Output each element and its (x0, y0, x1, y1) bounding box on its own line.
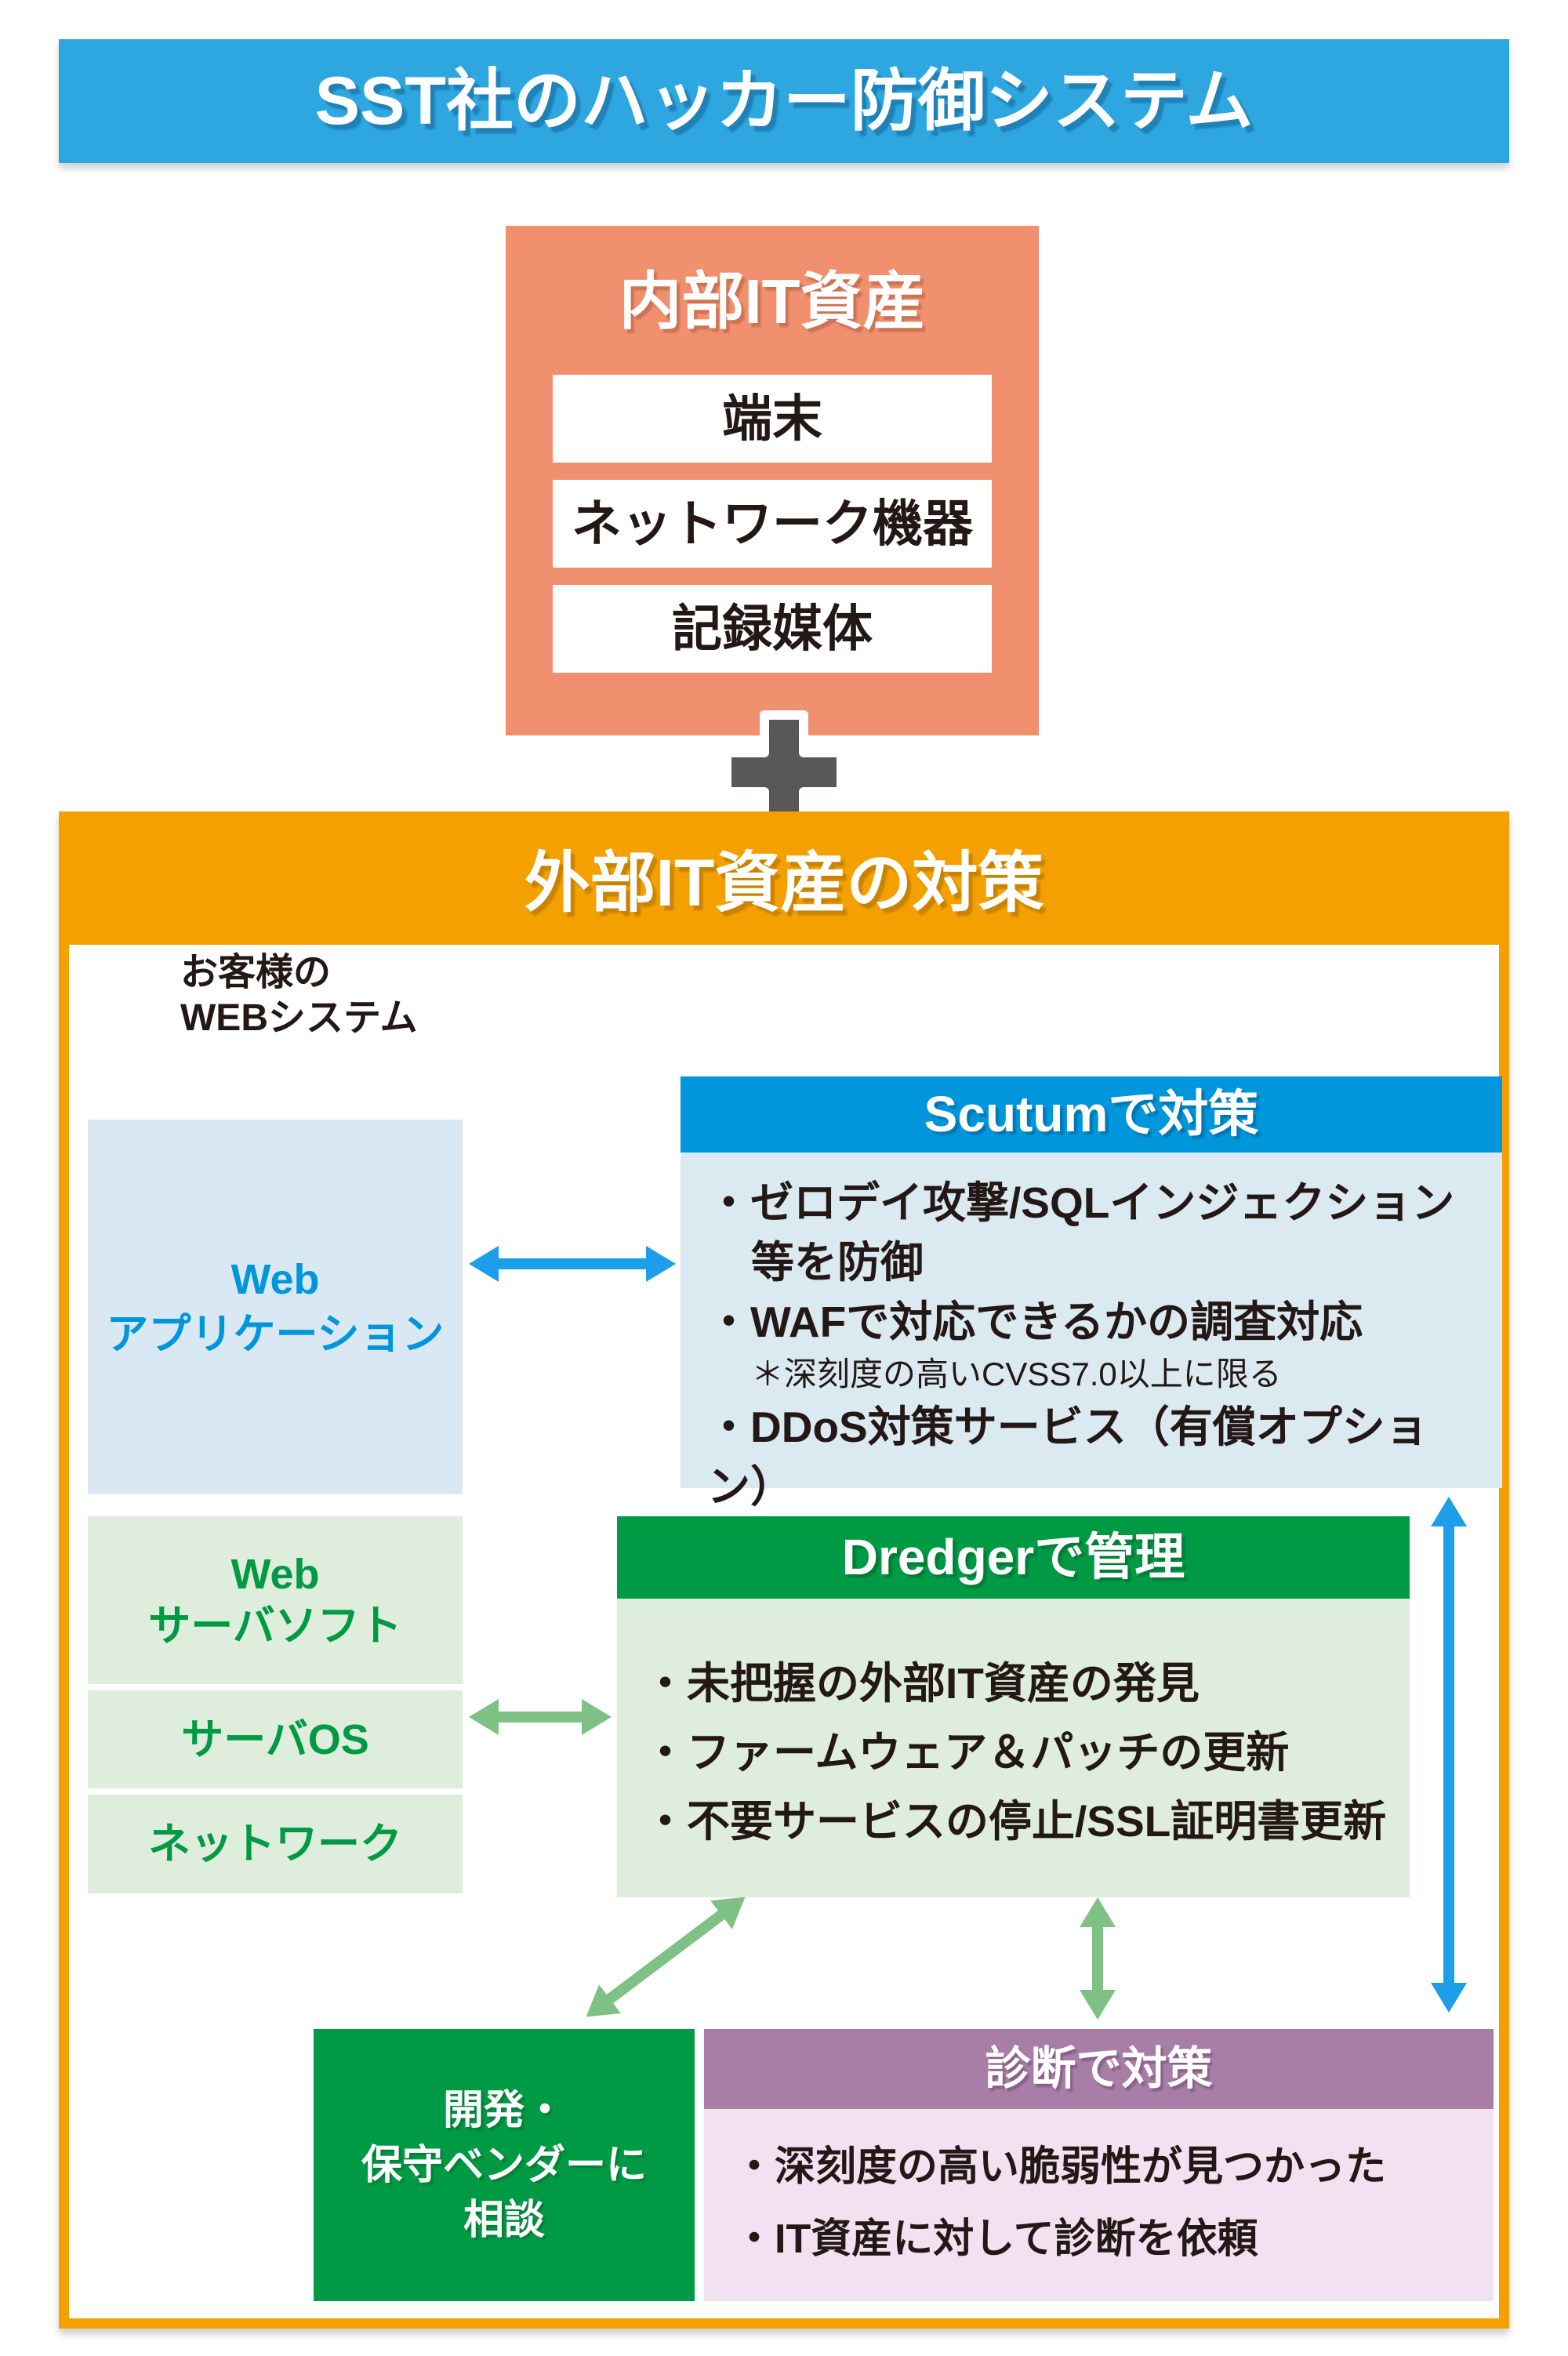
internal-assets-title: 内部IT資産 (619, 267, 926, 336)
scutum-bullet2-note: ＊深刻度の高いCVSS7.0以上に限る (751, 1356, 1282, 1392)
network-label: ネットワーク (148, 1821, 402, 1868)
server-os-box: サーバOS (88, 1690, 463, 1788)
dredger-title: Dredgerで管理 (841, 1529, 1185, 1585)
internal-asset-item-terminal: 端末 (553, 375, 992, 463)
internal-asset-item-storage-media: 記録媒体 (553, 585, 992, 673)
arrow-shaft (1092, 1921, 1103, 1996)
scutum-shindan-arrow (1431, 1497, 1467, 2013)
external-assets-title: 外部IT資産の対策 (524, 846, 1044, 920)
web-application-line2: アプリケーション (106, 1311, 445, 1358)
arrow-shaft (1443, 1520, 1454, 1989)
shindan-header: 診断で対策 (704, 2029, 1494, 2109)
arrow-head-bottom (1431, 1983, 1467, 2013)
scutum-header: Scutumで対策 (681, 1076, 1502, 1153)
dredger-bullet1: ・未把握の外部IT資産の発見 (644, 1659, 1200, 1708)
web-server-soft-line2: サーバソフト (148, 1603, 402, 1650)
dredger-bullet3: ・不要サービスの停止/SSL証明書更新 (644, 1797, 1387, 1846)
web-server-soft-line1: Web (230, 1551, 320, 1598)
internal-asset-item-network-devices: ネットワーク機器 (553, 480, 992, 568)
arrow-shaft (492, 1258, 652, 1269)
arrow-head-bottom (1080, 1990, 1116, 2020)
shindan-bullet2: ・IT資産に対して診断を依頼 (734, 2216, 1258, 2262)
page-title: SST社のハッカー防御システム (314, 64, 1254, 139)
scutum-bullet3: ・DDoS対策サービス（有償オプション） (707, 1403, 1428, 1511)
scutum-bullet2: ・WAFで対応できるかの調査対応 (707, 1298, 1363, 1346)
title-banner: SST社のハッカー防御システム (59, 39, 1509, 163)
server-os-label: サーバOS (181, 1715, 369, 1763)
dredger-shindan-arrow (1080, 1897, 1116, 2020)
dredger-header: Dredgerで管理 (617, 1516, 1410, 1599)
webapp-scutum-arrow (469, 1246, 676, 1282)
network-box: ネットワーク (88, 1795, 463, 1893)
scutum-bullet1-line1: ・ゼロデイ攻撃/SQLインジェクション (707, 1178, 1455, 1227)
web-application-line1: Web (230, 1256, 320, 1303)
shindan-title: 診断で対策 (985, 2043, 1213, 2094)
shindan-body: ・深刻度の高い脆弱性が見つかった ・IT資産に対して診断を依頼 (704, 2109, 1494, 2301)
vendor-line2: 保守ベンダーに (361, 2142, 647, 2188)
vendor-consult-box: 開発・ 保守ベンダーに 相談 (314, 2029, 695, 2301)
customer-label-line1: お客様の (180, 952, 332, 993)
arrow-head-right (646, 1246, 676, 1282)
customer-label-line2: WEBシステム (180, 997, 418, 1039)
customer-web-system-label: お客様の WEBシステム (180, 950, 418, 1041)
shindan-bullet1: ・深刻度の高い脆弱性が見つかった (734, 2144, 1387, 2190)
scutum-title: Scutumで対策 (924, 1086, 1259, 1142)
web-server-soft-box: Web サーバソフト (88, 1516, 463, 1684)
servers-dredger-arrow (469, 1699, 612, 1735)
dredger-bullet2: ・ファームウェア＆パッチの更新 (644, 1728, 1290, 1777)
arrow-head-right (582, 1699, 612, 1735)
vendor-line1: 開発・ (442, 2087, 565, 2133)
vendor-line3: 相談 (463, 2197, 545, 2243)
scutum-body: ・ゼロデイ攻撃/SQLインジェクション 等を防御 ・WAFで対応できるかの調査対… (681, 1153, 1502, 1511)
scutum-bullet1-line2: 等を防御 (751, 1238, 924, 1287)
internal-assets-box: 内部IT資産 端末 ネットワーク機器 記録媒体 (506, 226, 1039, 735)
arrow-shaft (492, 1712, 588, 1723)
web-application-box: Web アプリケーション (88, 1120, 463, 1494)
dredger-body: ・未把握の外部IT資産の発見 ・ファームウェア＆パッチの更新 ・不要サービスの停… (617, 1599, 1410, 1897)
external-assets-header: 外部IT資産の対策 (69, 822, 1499, 945)
